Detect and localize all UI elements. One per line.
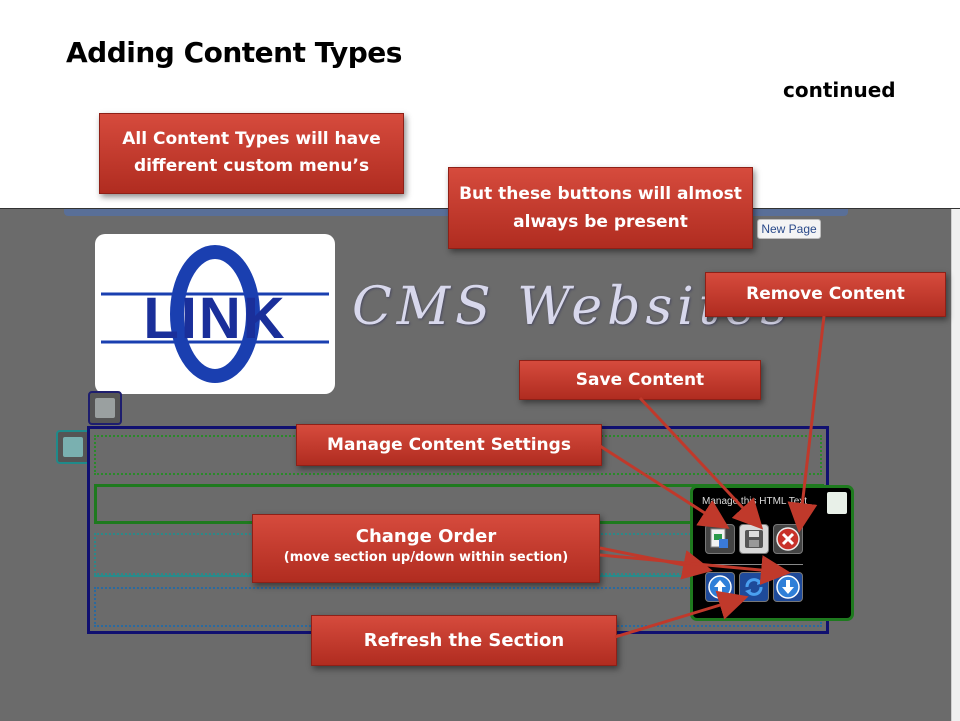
move-up-icon (708, 575, 732, 599)
logo-text: LINK (143, 286, 286, 351)
new-page-button[interactable]: New Page (757, 219, 821, 239)
save-icon (745, 530, 763, 548)
page-edit-tool[interactable] (88, 391, 122, 425)
move-down-button[interactable] (773, 572, 803, 602)
callout-change-order: Change Order (move section up/down withi… (252, 514, 600, 583)
callout-text: Refresh the Section (363, 630, 565, 651)
callout-buttons-present: But these buttons will almost always be … (448, 167, 753, 249)
callout-save-content: Save Content (519, 360, 761, 400)
callout-manage-settings: Manage Content Settings (296, 424, 602, 466)
refresh-button[interactable] (739, 572, 769, 602)
callout-subtext: (move section up/down within section) (283, 550, 569, 565)
remove-button[interactable] (773, 524, 803, 554)
scrollbar[interactable] (951, 209, 960, 721)
slide-title: Adding Content Types (66, 36, 402, 69)
panel-separator (703, 564, 803, 565)
remove-icon (776, 527, 800, 551)
move-up-button[interactable] (705, 572, 735, 602)
callout-text: But these buttons will almost always be … (459, 184, 742, 232)
callout-text: All Content Types will have different cu… (122, 129, 381, 176)
move-down-icon (776, 575, 800, 599)
continued-label: continued (783, 78, 896, 102)
callout-remove-content: Remove Content (705, 272, 946, 317)
edit-icon[interactable] (827, 492, 847, 514)
callout-refresh-section: Refresh the Section (311, 615, 617, 666)
site-logo: LINK (95, 234, 335, 394)
callout-text: Save Content (575, 370, 705, 390)
callout-text: Manage Content Settings (327, 435, 571, 455)
section-edit-tool[interactable] (56, 430, 90, 464)
callout-content-types: All Content Types will have different cu… (99, 113, 404, 194)
panel-title: Manage this HTML Text (702, 496, 808, 507)
settings-button[interactable] (705, 524, 735, 554)
settings-icon (710, 528, 728, 548)
callout-text: Remove Content (746, 284, 905, 304)
edit-icon (95, 398, 115, 418)
edit-icon (63, 437, 83, 457)
save-button[interactable] (739, 524, 769, 554)
refresh-icon (745, 578, 763, 596)
callout-text: Change Order (355, 526, 497, 547)
content-menu-panel: Manage this HTML Text (690, 485, 854, 621)
